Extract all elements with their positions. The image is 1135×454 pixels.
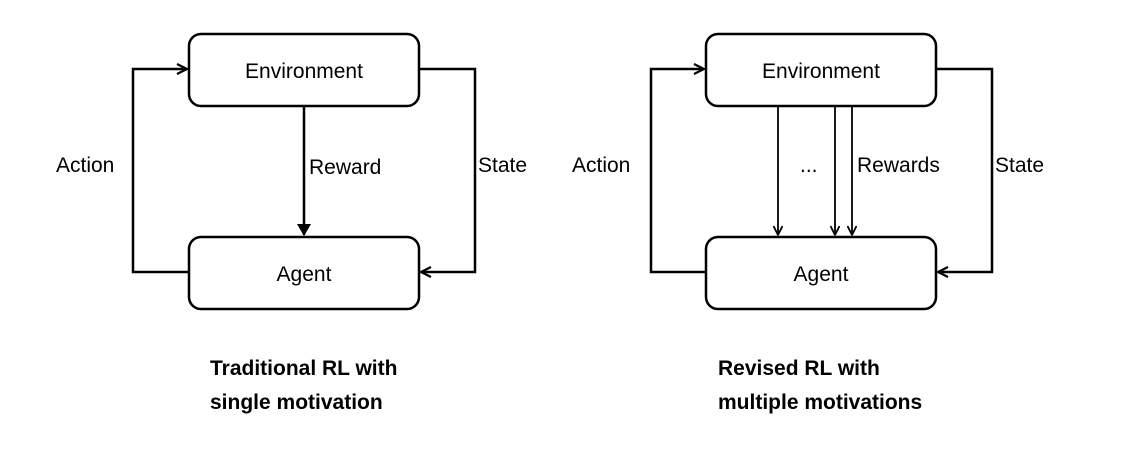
left-agent-label: Agent xyxy=(277,263,332,286)
right-state-arrow xyxy=(936,67,994,272)
left-caption-line2: single motivation xyxy=(210,391,383,414)
left-state-arrow xyxy=(419,67,477,272)
left-environment-node: Environment xyxy=(187,32,421,108)
right-agent-label: Agent xyxy=(794,263,849,286)
right-environment-label: Environment xyxy=(762,60,880,83)
left-action-label: Action xyxy=(56,154,114,177)
right-action-label: Action xyxy=(572,154,630,177)
right-caption-line2: multiple motivations xyxy=(718,391,922,414)
right-caption-line1: Revised RL with xyxy=(718,357,880,380)
right-state-label: State xyxy=(995,154,1044,177)
right-action-arrow xyxy=(649,69,706,274)
right-rewards-label: Rewards xyxy=(857,154,940,177)
right-agent-node: Agent xyxy=(704,235,938,311)
right-environment-node: Environment xyxy=(704,32,938,108)
revised-rl-diagram: Environment Agent Action ... Rewards Sta… xyxy=(572,32,1044,414)
left-caption-line1: Traditional RL with xyxy=(210,357,397,380)
left-agent-node: Agent xyxy=(187,235,421,311)
right-ellipsis-label: ... xyxy=(800,154,818,177)
left-environment-label: Environment xyxy=(245,60,363,83)
traditional-rl-diagram: Environment Agent Action Reward State Tr… xyxy=(56,32,527,414)
left-state-label: State xyxy=(478,154,527,177)
left-reward-label: Reward xyxy=(309,156,381,179)
left-action-arrow xyxy=(131,69,189,274)
